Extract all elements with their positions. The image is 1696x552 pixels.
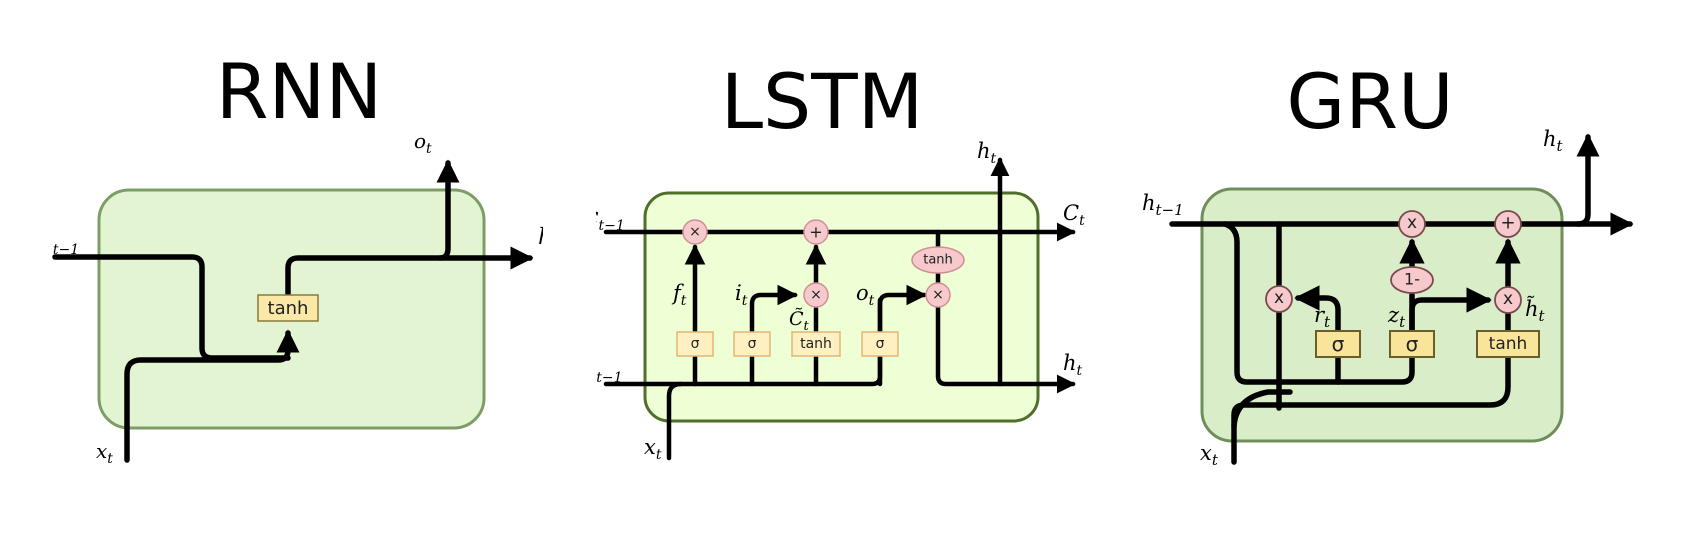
lstm-forget-sigma-label: σ (691, 336, 700, 352)
lstm-output-gate-label: ot (856, 281, 875, 309)
lstm-input-sigma (733, 331, 771, 357)
rnn-title: RNN (216, 47, 383, 136)
gru-prev-hidden-label: ht−1 (1142, 191, 1184, 219)
rnn-tanh-label: tanh (268, 298, 309, 319)
lstm-panel: LSTM σ σ tanh σ × (584, 57, 1085, 463)
gru-one-minus-label: 1- (1404, 270, 1420, 289)
gru-update-sigma-label: σ (1406, 332, 1419, 356)
lstm-forget-mult-symbol: × (689, 224, 701, 240)
gru-reset-gate-wire (1294, 285, 1341, 385)
gru-candidate-mult (1494, 286, 1522, 314)
rnn-left-crop (0, 220, 52, 280)
lstm-input-wire (666, 381, 684, 461)
lstm-candidate-label: C̃t (789, 308, 810, 334)
gru-input-label: xt (1200, 441, 1219, 469)
gru-input-wire (1231, 354, 1511, 465)
lstm-input-gate-label: it (735, 281, 748, 309)
gru-one-minus (1390, 266, 1434, 294)
lstm-add (803, 219, 829, 245)
lstm-hidden-top-label: ht (977, 139, 997, 167)
gru-title: GRU (1286, 57, 1453, 146)
gru-input-branch-wire (1231, 389, 1293, 429)
lstm-forget-sigma (676, 331, 714, 357)
gru-prev-to-bus-wire (1222, 221, 1415, 385)
gru-panel: GRU σ σ tanh x x + (1142, 57, 1634, 469)
rnn-output-wire (436, 159, 460, 261)
gru-update-sigma (1389, 330, 1435, 358)
lstm-output-mult (925, 282, 951, 308)
gru-add (1494, 210, 1522, 238)
rnn-input-wire (124, 329, 300, 463)
lstm-input-gate-wire (749, 284, 799, 387)
gru-reset-mult (1265, 285, 1293, 313)
gru-hidden-out-label: ht (1543, 127, 1564, 155)
lstm-hidden-out-wire (935, 304, 1076, 394)
lstm-cell-out-label: Ct (1063, 201, 1085, 229)
rnn-input-label: xt (96, 439, 113, 467)
lstm-add-symbol: + (809, 223, 822, 242)
lstm-candidate-tanh-label: tanh (800, 336, 832, 352)
lstm-output-sigma-label: σ (876, 336, 885, 352)
lstm-output-gate-wire (877, 284, 928, 387)
gru-reset-sigma-label: σ (1332, 332, 1345, 356)
lstm-output-mult-symbol: × (932, 287, 944, 303)
gru-reset-mult-symbol: x (1274, 288, 1284, 308)
lstm-left-crop (560, 195, 596, 395)
lstm-candidate-tanh (791, 331, 841, 357)
gru-candidate-label: h̃t (1525, 296, 1546, 325)
gru-update-mult-symbol: x (1407, 213, 1417, 233)
rnn-hidden-out-wire (285, 246, 534, 297)
rnn-panel: RNN tanh xt ot ht−1 h (40, 47, 552, 467)
gru-reset-sigma (1315, 330, 1361, 358)
lstm-input-label: xt (644, 435, 662, 463)
gru-update-label: zt (1387, 303, 1406, 331)
gru-hidden-out-up-wire (1575, 133, 1600, 227)
gru-reset-label: rt (1314, 303, 1331, 331)
lstm-input-sigma-label: σ (748, 336, 757, 352)
gru-candidate-mult-symbol: x (1503, 289, 1513, 309)
lstm-title: LSTM (721, 57, 924, 146)
gru-candidate-tanh-label: tanh (1489, 334, 1528, 354)
lstm-output-sigma (861, 331, 899, 357)
gru-add-symbol: + (1500, 213, 1515, 234)
gru-update-mult (1398, 210, 1426, 238)
lstm-forget-label: ft (671, 281, 687, 309)
lstm-input-mult (803, 282, 829, 308)
rnn-tanh-gate (257, 294, 319, 322)
rnn-output-label: ot (414, 129, 432, 157)
lstm-forget-mult (682, 219, 708, 245)
gru-candidate-tanh (1476, 330, 1540, 358)
lstm-hidden-right-label: ht (1063, 351, 1083, 379)
gru-cell (1200, 187, 1564, 443)
lstm-cell-tanh (911, 246, 965, 274)
lstm-cell-tanh-label: tanh (923, 253, 953, 268)
lstm-input-mult-symbol: × (810, 287, 822, 303)
